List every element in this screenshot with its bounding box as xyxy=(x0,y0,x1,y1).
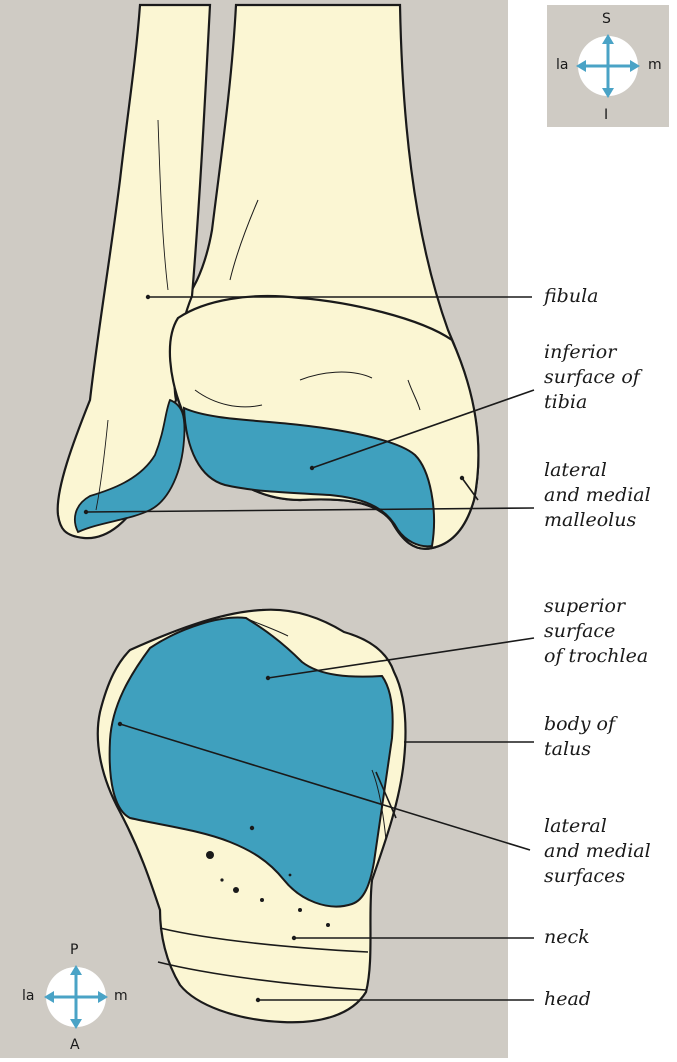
compass-bottom-left: la xyxy=(22,989,34,1003)
compass-top-up: S xyxy=(602,12,611,26)
compass-top-left: la xyxy=(556,58,568,72)
label-neck: neck xyxy=(544,925,590,950)
label-inferior-surface: inferior surface of tibia xyxy=(544,340,640,415)
compass-top-down: I xyxy=(604,108,608,122)
label-trochlea: superior surface of trochlea xyxy=(544,594,648,669)
label-surfaces: lateral and medial surfaces xyxy=(544,814,651,889)
compass-bottom-down: A xyxy=(70,1038,80,1052)
label-body: body of talus xyxy=(544,712,615,762)
label-malleolus: lateral and medial malleolus xyxy=(544,458,651,533)
compass-bottom-up: P xyxy=(70,943,78,957)
label-fibula: fibula xyxy=(544,284,598,309)
compass-top-right: m xyxy=(648,58,662,72)
label-head: head xyxy=(544,987,591,1012)
compass-bottom-right: m xyxy=(114,989,128,1003)
